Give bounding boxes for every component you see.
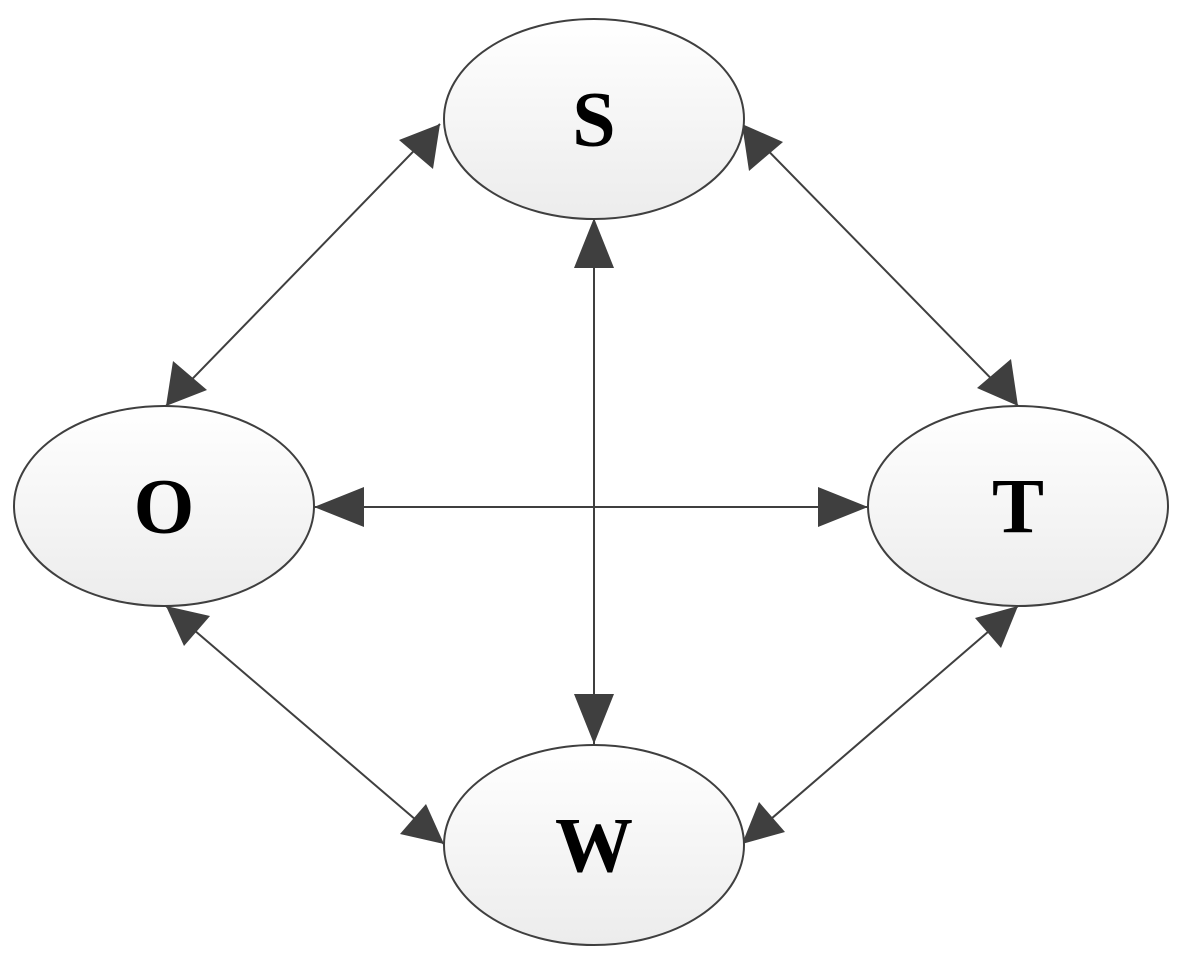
- arrowhead-at-o-from-t: [314, 487, 364, 527]
- node-o: O: [13, 405, 315, 607]
- arrowheads: [166, 124, 1018, 844]
- arrowhead-at-w-from-o: [400, 804, 444, 844]
- node-t: T: [867, 405, 1169, 607]
- edge-t-w: [741, 605, 1019, 845]
- arrowhead-at-o-from-s: [166, 361, 207, 406]
- node-s-label: S: [572, 76, 615, 163]
- arrowhead-at-o-from-w: [166, 606, 210, 646]
- node-o-label: O: [134, 463, 195, 550]
- node-t-label: T: [992, 463, 1044, 550]
- arrowhead-at-t-from-o: [818, 487, 868, 527]
- node-t-ellipse: [867, 405, 1169, 607]
- arrowhead-at-s-from-o: [399, 124, 440, 169]
- arrowhead-at-w-from-t: [742, 802, 785, 844]
- node-w-label: W: [555, 802, 633, 889]
- node-s: S: [443, 18, 745, 220]
- edge-s-o: [165, 123, 441, 407]
- node-w: W: [443, 744, 745, 946]
- node-s-ellipse: [443, 18, 745, 220]
- arrowhead-at-t-from-w: [975, 606, 1018, 648]
- arrowhead-at-w-from-s: [574, 694, 614, 744]
- node-o-ellipse: [13, 405, 315, 607]
- arrowhead-at-t-from-s: [977, 359, 1018, 406]
- node-w-ellipse: [443, 744, 745, 946]
- arrowhead-at-s-from-t: [742, 124, 783, 171]
- edges: [165, 123, 1019, 845]
- edge-o-w: [165, 605, 445, 845]
- arrowhead-at-s-from-w: [574, 218, 614, 268]
- edge-s-t: [741, 123, 1019, 407]
